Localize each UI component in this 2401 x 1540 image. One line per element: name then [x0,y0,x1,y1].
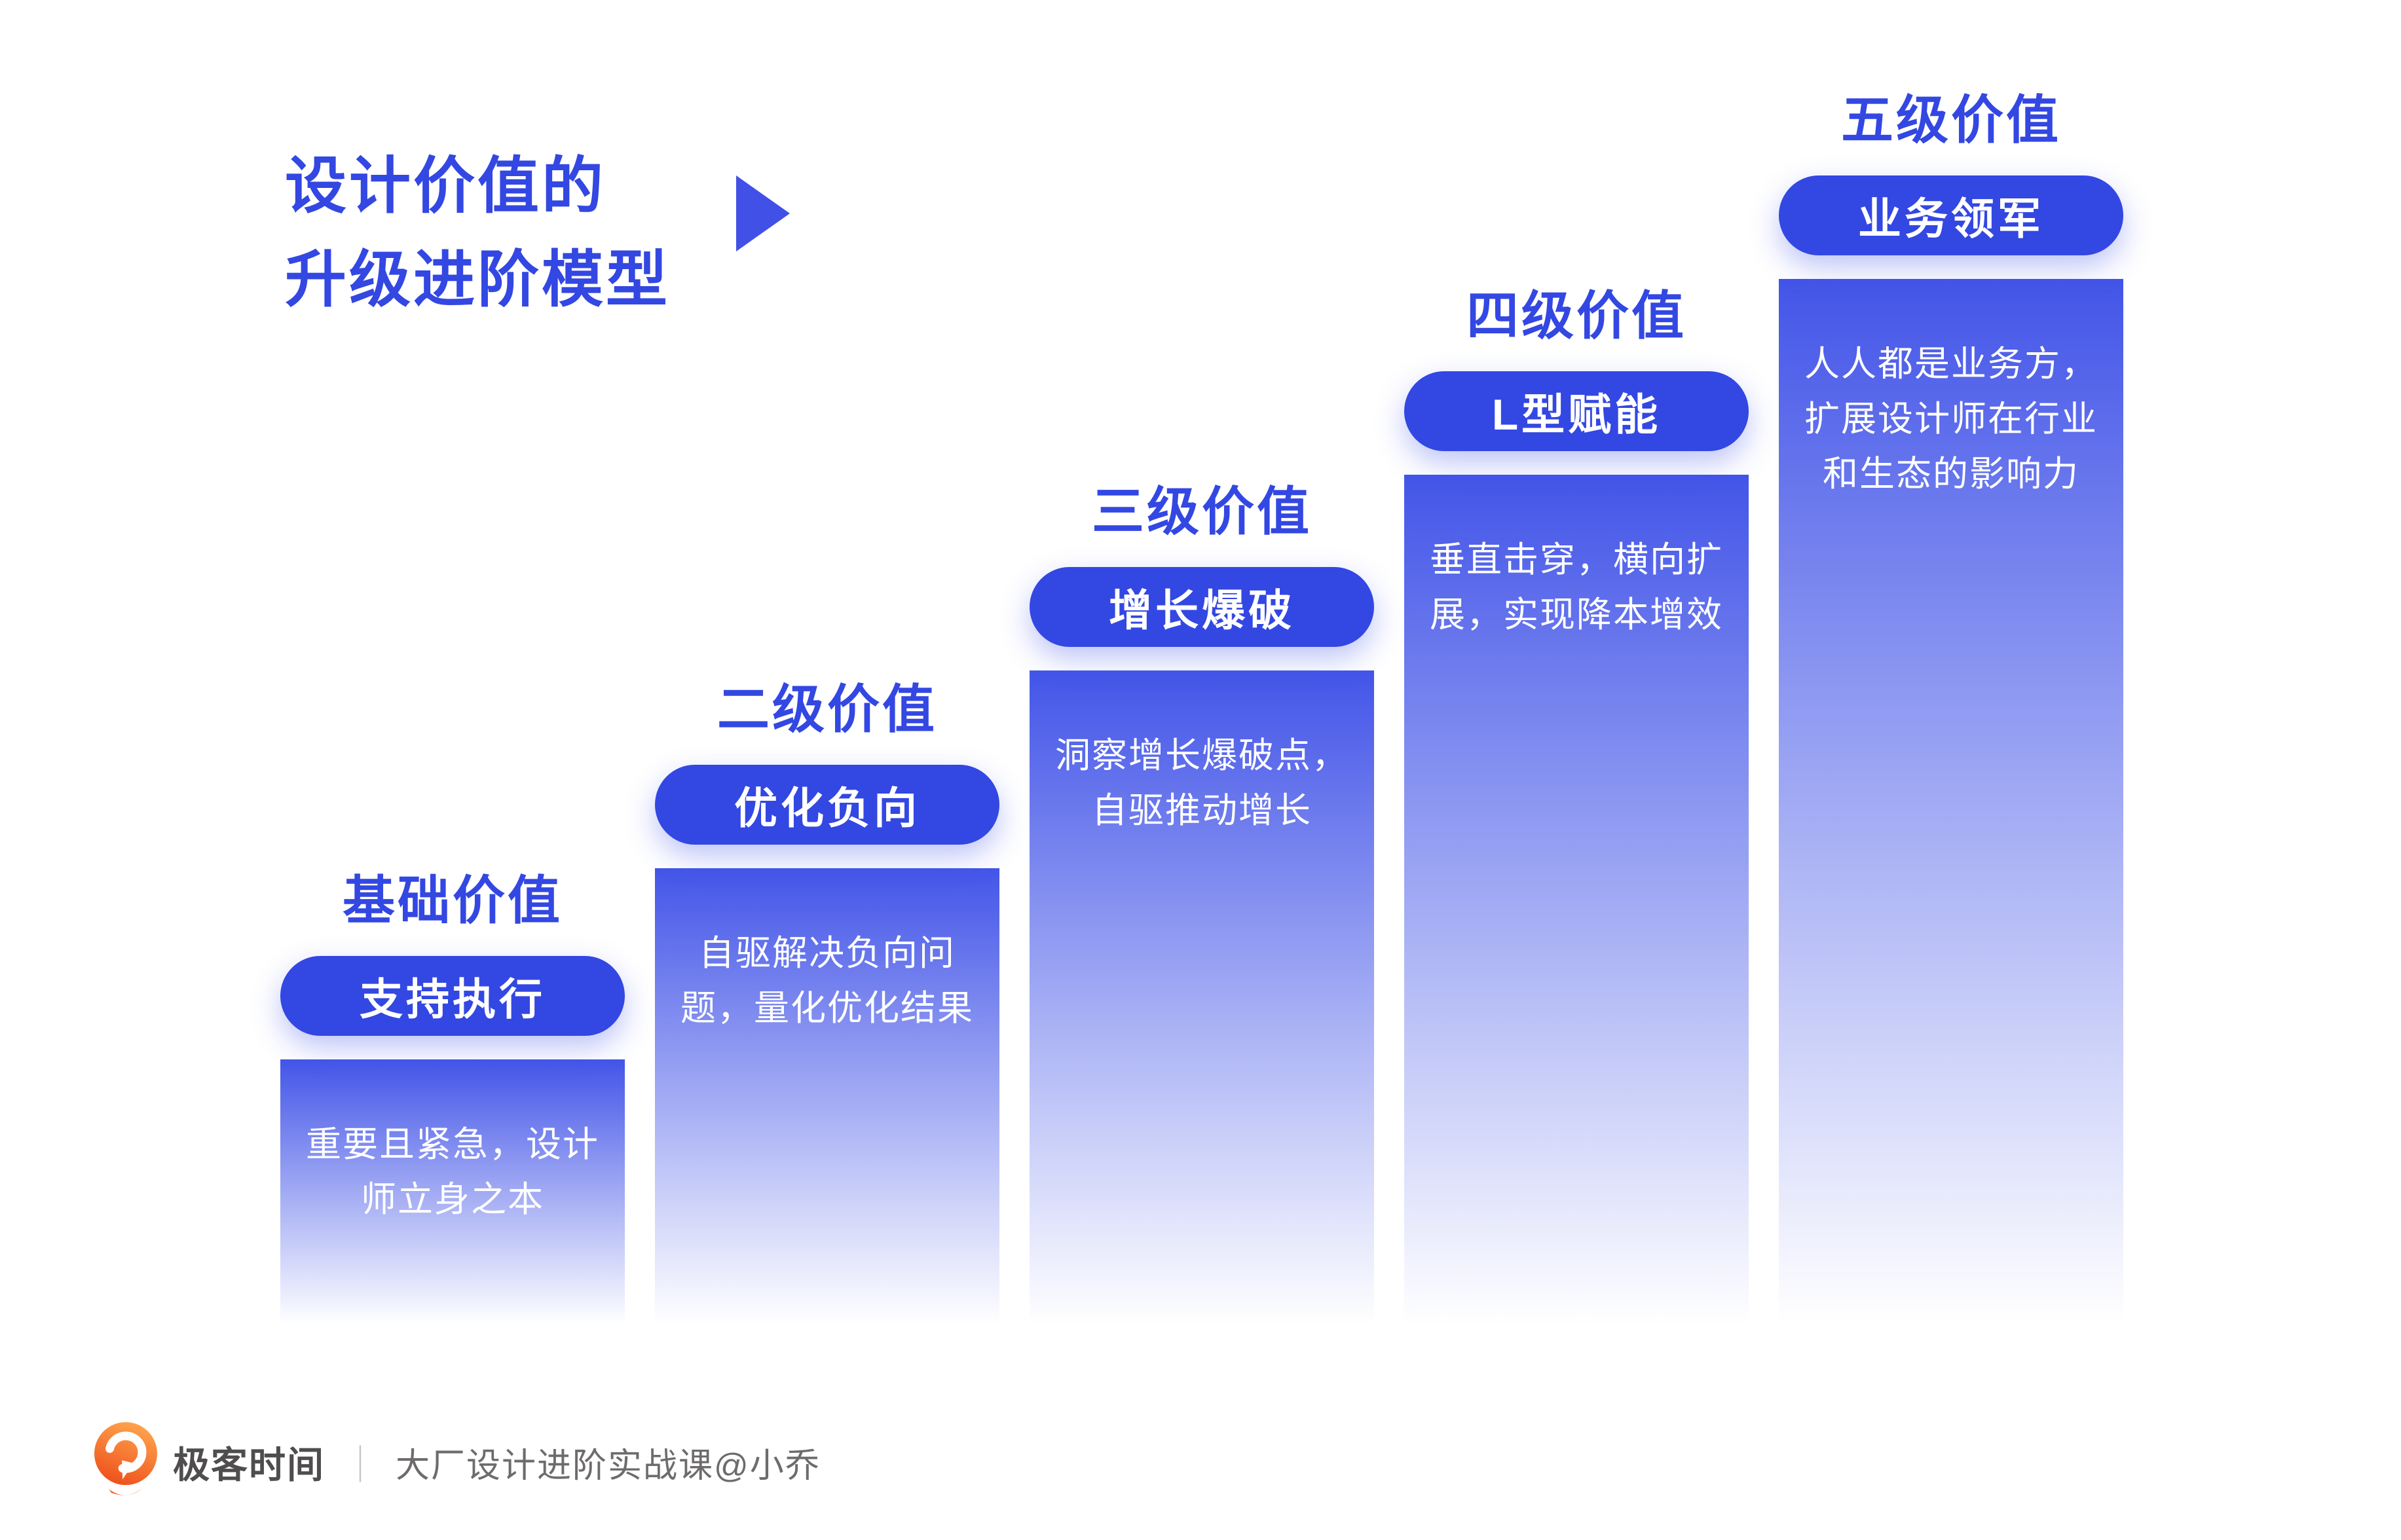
page-title: 设计价值的 升级进阶模型 [285,139,670,326]
level-2-bar: 自驱解决负向问题，量化优化结果 [655,868,999,1324]
level-3-bar: 洞察增长爆破点，自驱推动增长 [1030,670,1374,1324]
page-title-line1: 设计价值的 [285,151,606,220]
level-4-bar: 垂直击穿，横向扩展，实现降本增效 [1404,475,1749,1324]
level-5-pill: 业务领军 [1779,175,2123,275]
level-5-description: 人人都是业务方，扩展设计师在行业和生态的影响力 [1804,344,2098,494]
page-title-line2: 升级进阶模型 [285,245,671,314]
level-1-pill: 支持执行 [280,956,625,1055]
level-5-header: 五级价值 [1841,91,2061,149]
level-4-description: 垂直击穿，横向扩展，实现降本增效 [1430,540,1723,635]
brand-name: 极客时间 [173,1444,325,1486]
level-1-pill-label: 支持执行 [360,975,546,1023]
level-1-bar: 重要且紧急，设计师立身之本 [280,1059,625,1324]
footer-separator: ｜ [342,1444,379,1486]
level-4-pill-label: L型赋能 [1491,390,1662,439]
level-column-5: 五级价值 业务领军 人人都是业务方，扩展设计师在行业和生态的影响力 [1779,94,2123,1324]
level-3-pill: 增长爆破 [1030,567,1374,667]
level-3-header: 三级价值 [1092,483,1312,541]
footer: 极客时间 ｜ 大厂设计进阶实战课@小乔 [92,1420,821,1505]
level-5-bar: 人人都是业务方，扩展设计师在行业和生态的影响力 [1779,279,2123,1324]
level-2-description: 自驱解决负向问题，量化优化结果 [680,934,974,1029]
level-2-pill: 优化负向 [655,765,999,864]
level-3-pill-label: 增长爆破 [1109,586,1295,634]
level-3-description: 洞察增长爆破点，自驱推动增长 [1055,736,1349,831]
level-1-header: 基础价值 [343,871,563,930]
geektime-logo-icon [94,1422,157,1495]
level-1-description: 重要且紧急，设计师立身之本 [306,1125,599,1220]
level-column-1: 基础价值 支持执行 重要且紧急，设计师立身之本 [280,875,625,1324]
level-column-2: 二级价值 优化负向 自驱解决负向问题，量化优化结果 [655,684,999,1324]
level-2-header: 二级价值 [717,680,937,739]
level-column-4: 四级价值 L型赋能 垂直击穿，横向扩展，实现降本增效 [1404,290,1749,1324]
level-4-header: 四级价值 [1466,287,1686,345]
play-triangle-icon [736,175,790,251]
level-2-pill-label: 优化负向 [734,784,920,832]
course-credit: 大厂设计进阶实战课@小乔 [396,1446,821,1485]
level-column-3: 三级价值 增长爆破 洞察增长爆破点，自驱推动增长 [1030,486,1374,1324]
level-5-pill-label: 业务领军 [1858,194,2044,243]
level-4-pill: L型赋能 [1404,371,1749,471]
